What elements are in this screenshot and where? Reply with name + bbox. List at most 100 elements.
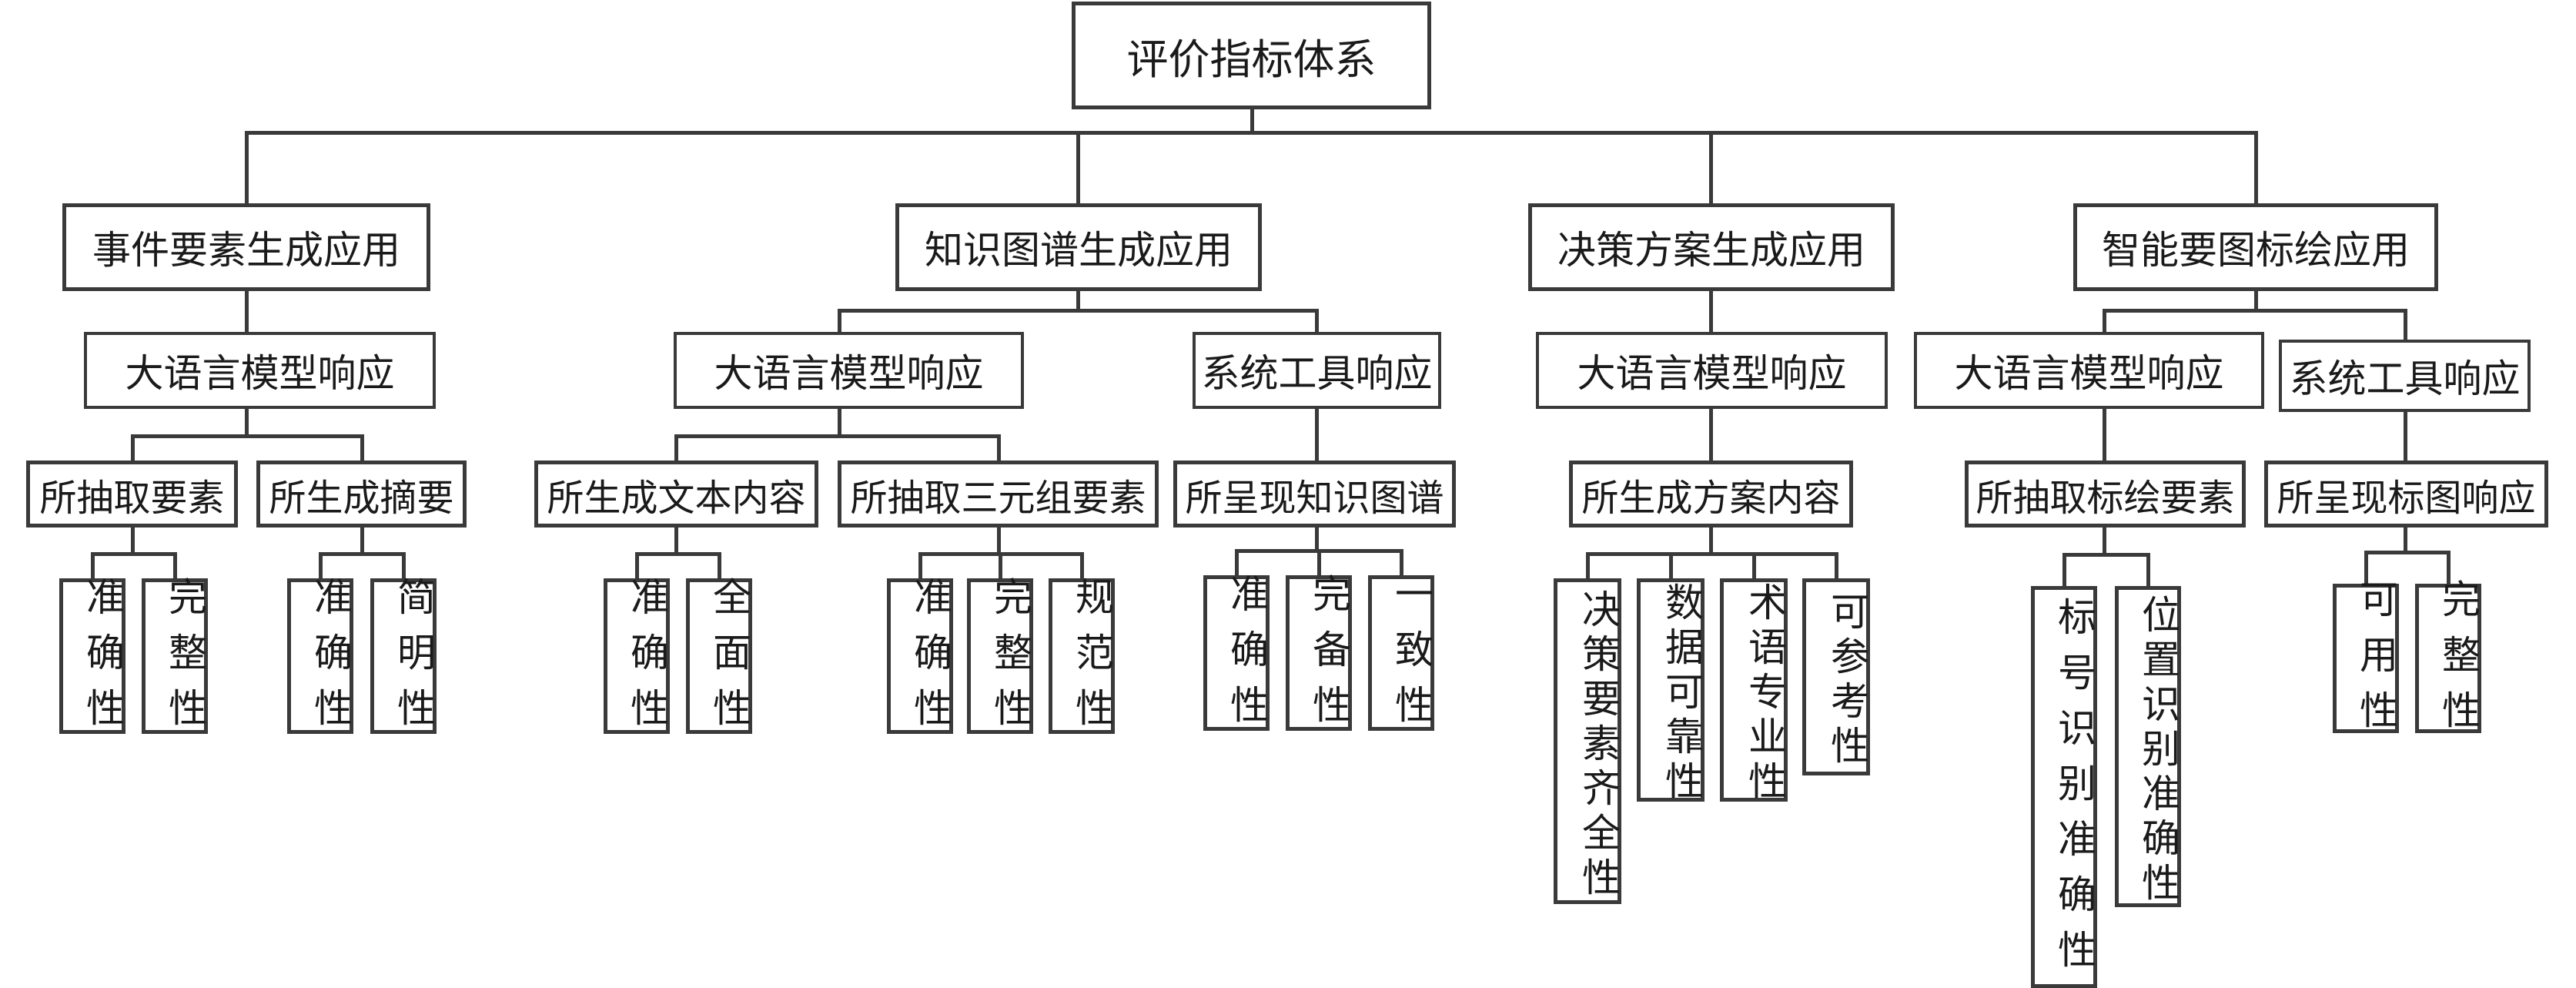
- connector-line: [1708, 409, 1713, 461]
- metric-node: 完整性: [967, 577, 1033, 743]
- connector-line: [90, 554, 95, 578]
- metric-node: 准确性: [59, 577, 125, 743]
- metric-node: 可参考性: [1802, 578, 1870, 775]
- metric-node: 决策要素齐全性: [1554, 578, 1621, 904]
- response-node-llm: 大语言模型响应: [1536, 332, 1888, 409]
- connector-line: [837, 308, 1319, 313]
- metric-node: 规范性: [1049, 577, 1115, 743]
- connector-line: [2253, 291, 2258, 310]
- connector-line: [634, 551, 721, 556]
- response-node-llm: 大语言模型响应: [674, 332, 1024, 409]
- metric-node: 完备性: [1286, 574, 1352, 740]
- object-node: 所抽取标绘要素: [1965, 461, 2246, 527]
- object-node: 所抽取要素: [26, 461, 238, 527]
- connector-line: [2364, 550, 2451, 554]
- connector-line: [2146, 554, 2150, 586]
- connector-line: [360, 527, 364, 554]
- app-node-map-plotting: 智能要图标绘应用: [2073, 203, 2438, 291]
- connector-line: [2364, 552, 2368, 584]
- connector-line: [918, 554, 922, 578]
- connector-line: [244, 409, 249, 436]
- connector-line: [1399, 551, 1403, 575]
- connector-line: [674, 527, 678, 554]
- connector-line: [1314, 409, 1319, 461]
- connector-line: [2403, 310, 2407, 340]
- response-node-system-tool: 系统工具响应: [1193, 332, 1441, 409]
- connector-line: [1234, 551, 1239, 575]
- connector-line: [90, 551, 177, 556]
- metric-node: 全面性: [686, 577, 752, 743]
- connector-line: [244, 130, 2258, 135]
- object-node: 所抽取三元组要素: [838, 461, 1159, 527]
- connector-line: [2446, 552, 2451, 584]
- connector-line: [2253, 132, 2258, 203]
- metric-node: 标号识别准确性: [2031, 586, 2097, 988]
- connector-line: [837, 310, 841, 332]
- metric-node: 准确性: [1203, 574, 1270, 740]
- metric-node: 数据可靠性: [1637, 578, 1705, 805]
- connector-line: [2102, 310, 2106, 332]
- connector-line: [1079, 554, 1084, 578]
- connector-line: [318, 554, 323, 578]
- connector-line: [1316, 551, 1321, 575]
- connector-line: [130, 434, 364, 438]
- connector-line: [674, 434, 1001, 438]
- connector-line: [1708, 291, 1713, 332]
- metric-node: 准确性: [887, 577, 953, 743]
- connector-line: [360, 436, 364, 461]
- connector-line: [2403, 412, 2407, 461]
- connector-line: [1585, 551, 1838, 556]
- app-node-knowledge-graph: 知识图谱生成应用: [895, 203, 1262, 291]
- connector-line: [130, 527, 135, 554]
- connector-line: [2403, 527, 2407, 552]
- object-node: 所生成摘要: [256, 461, 467, 527]
- connector-line: [717, 554, 721, 578]
- connector-line: [1708, 132, 1713, 203]
- connector-line: [837, 409, 841, 436]
- response-node-llm: 大语言模型响应: [84, 332, 436, 409]
- app-node-event-elements: 事件要素生成应用: [62, 203, 430, 291]
- response-node-llm: 大语言模型响应: [1914, 332, 2264, 409]
- connector-line: [318, 551, 406, 556]
- metric-node: 可用性: [2333, 579, 2399, 745]
- object-node: 所呈现标图响应: [2264, 461, 2548, 527]
- metric-node: 准确性: [287, 577, 353, 743]
- root-node: 评价指标体系: [1072, 2, 1431, 109]
- metric-node: 完整性: [142, 577, 208, 743]
- connector-line: [1076, 291, 1080, 310]
- connector-line: [1751, 554, 1756, 578]
- connector-line: [1314, 527, 1319, 551]
- connector-line: [401, 554, 406, 578]
- connector-line: [2102, 527, 2106, 554]
- connector-line: [1585, 554, 1590, 578]
- connector-line: [998, 554, 1002, 578]
- connector-line: [2102, 409, 2106, 461]
- connector-line: [244, 132, 249, 203]
- object-node: 所呈现知识图谱: [1173, 461, 1456, 527]
- connector-line: [634, 554, 639, 578]
- connector-line: [674, 436, 678, 461]
- connector-line: [1708, 527, 1713, 554]
- object-node: 所生成方案内容: [1569, 461, 1853, 527]
- connector-line: [130, 436, 135, 461]
- connector-line: [172, 554, 177, 578]
- connector-line: [2062, 554, 2066, 586]
- connector-line: [996, 527, 1001, 554]
- metric-node: 简明性: [370, 577, 437, 743]
- connector-line: [1250, 109, 1254, 132]
- metric-node: 一致性: [1368, 574, 1434, 740]
- metric-node: 完整性: [2415, 579, 2481, 745]
- connector-line: [2062, 552, 2150, 557]
- metric-node: 准确性: [604, 577, 670, 743]
- app-node-decision-plan: 决策方案生成应用: [1528, 203, 1895, 291]
- connector-line: [1076, 132, 1080, 203]
- metric-node: 位置识别准确性: [2115, 586, 2181, 907]
- object-node: 所生成文本内容: [534, 461, 818, 527]
- connector-line: [244, 291, 249, 332]
- connector-line: [1314, 310, 1319, 332]
- connector-line: [996, 436, 1001, 461]
- metric-node: 术语专业性: [1720, 578, 1788, 805]
- connector-line: [1834, 554, 1838, 578]
- connector-line: [2102, 308, 2407, 313]
